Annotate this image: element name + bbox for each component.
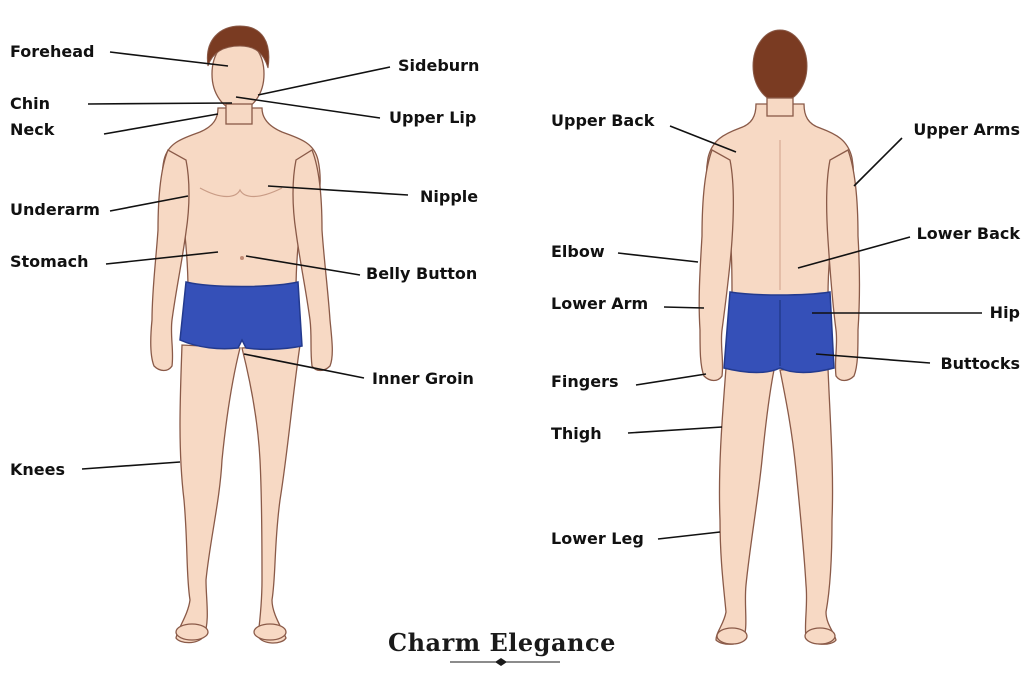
label-forehead: Forehead <box>10 42 95 61</box>
label-nipple: Nipple <box>420 187 479 206</box>
front-left-leg <box>175 344 241 644</box>
label-belly-button: Belly Button <box>366 264 478 283</box>
label-upper-lip: Upper Lip <box>389 108 477 127</box>
leader-upper-lip <box>235 96 381 119</box>
back-right-foot <box>804 627 836 645</box>
leader-neck <box>103 113 219 135</box>
front-left-arm <box>150 149 190 372</box>
leader-belly-button <box>245 255 361 276</box>
back-left-arm <box>698 149 734 382</box>
front-chest-line <box>199 187 283 198</box>
leader-stomach <box>105 251 219 265</box>
label-lower-back: Lower Back <box>916 224 1020 243</box>
label-lower-leg: Lower Leg <box>551 529 644 548</box>
back-head <box>752 29 808 103</box>
label-inner-groin: Inner Groin <box>372 369 474 388</box>
label-underarm: Underarm <box>10 200 100 219</box>
back-shorts <box>723 291 835 374</box>
leader-elbow <box>617 252 699 263</box>
leader-lower-arm <box>663 306 705 309</box>
label-stomach: Stomach <box>10 252 89 271</box>
front-right-foot <box>253 623 287 641</box>
label-neck: Neck <box>10 120 55 139</box>
back-right-leg <box>779 367 837 645</box>
front-belly-button <box>240 256 244 260</box>
label-thigh: Thigh <box>551 424 602 443</box>
back-figure <box>698 29 861 645</box>
front-shorts <box>179 281 303 351</box>
back-left-leg <box>715 367 775 645</box>
leader-thigh <box>627 426 723 434</box>
front-right-leg <box>241 344 301 644</box>
leader-chin <box>87 102 233 105</box>
leader-fingers <box>635 373 707 386</box>
leader-underarm <box>109 195 189 212</box>
leader-sideburn <box>257 66 391 96</box>
front-figure <box>150 25 333 644</box>
label-knees: Knees <box>10 460 66 479</box>
label-lower-arm: Lower Arm <box>551 294 649 313</box>
front-right-arm <box>292 149 333 372</box>
leader-upper-back <box>669 125 737 153</box>
front-hair <box>206 25 270 69</box>
label-upper-back: Upper Back <box>551 111 655 130</box>
label-sideburn: Sideburn <box>398 56 480 75</box>
brand-logo-text: Charm Elegance <box>388 628 616 657</box>
label-hip: Hip <box>989 303 1020 322</box>
leader-nipple <box>267 185 409 196</box>
label-buttocks: Buttocks <box>940 354 1020 373</box>
front-left-foot <box>175 623 209 641</box>
label-chin: Chin <box>10 94 51 113</box>
brand-ornament-icon <box>450 658 560 666</box>
leader-upper-arms <box>853 137 903 187</box>
leader-lines <box>81 51 982 540</box>
leader-lower-leg <box>657 531 721 540</box>
label-fingers: Fingers <box>551 372 619 391</box>
leader-forehead <box>109 51 229 67</box>
leader-lower-back <box>797 236 911 269</box>
leader-knees <box>81 461 181 470</box>
back-left-foot <box>716 627 748 645</box>
leader-buttocks <box>815 353 931 364</box>
leader-inner-groin <box>243 353 365 379</box>
label-upper-arms: Upper Arms <box>913 120 1020 139</box>
front-neck <box>225 103 253 125</box>
back-neck <box>766 97 794 117</box>
label-elbow: Elbow <box>551 242 605 261</box>
back-right-arm <box>826 149 861 382</box>
